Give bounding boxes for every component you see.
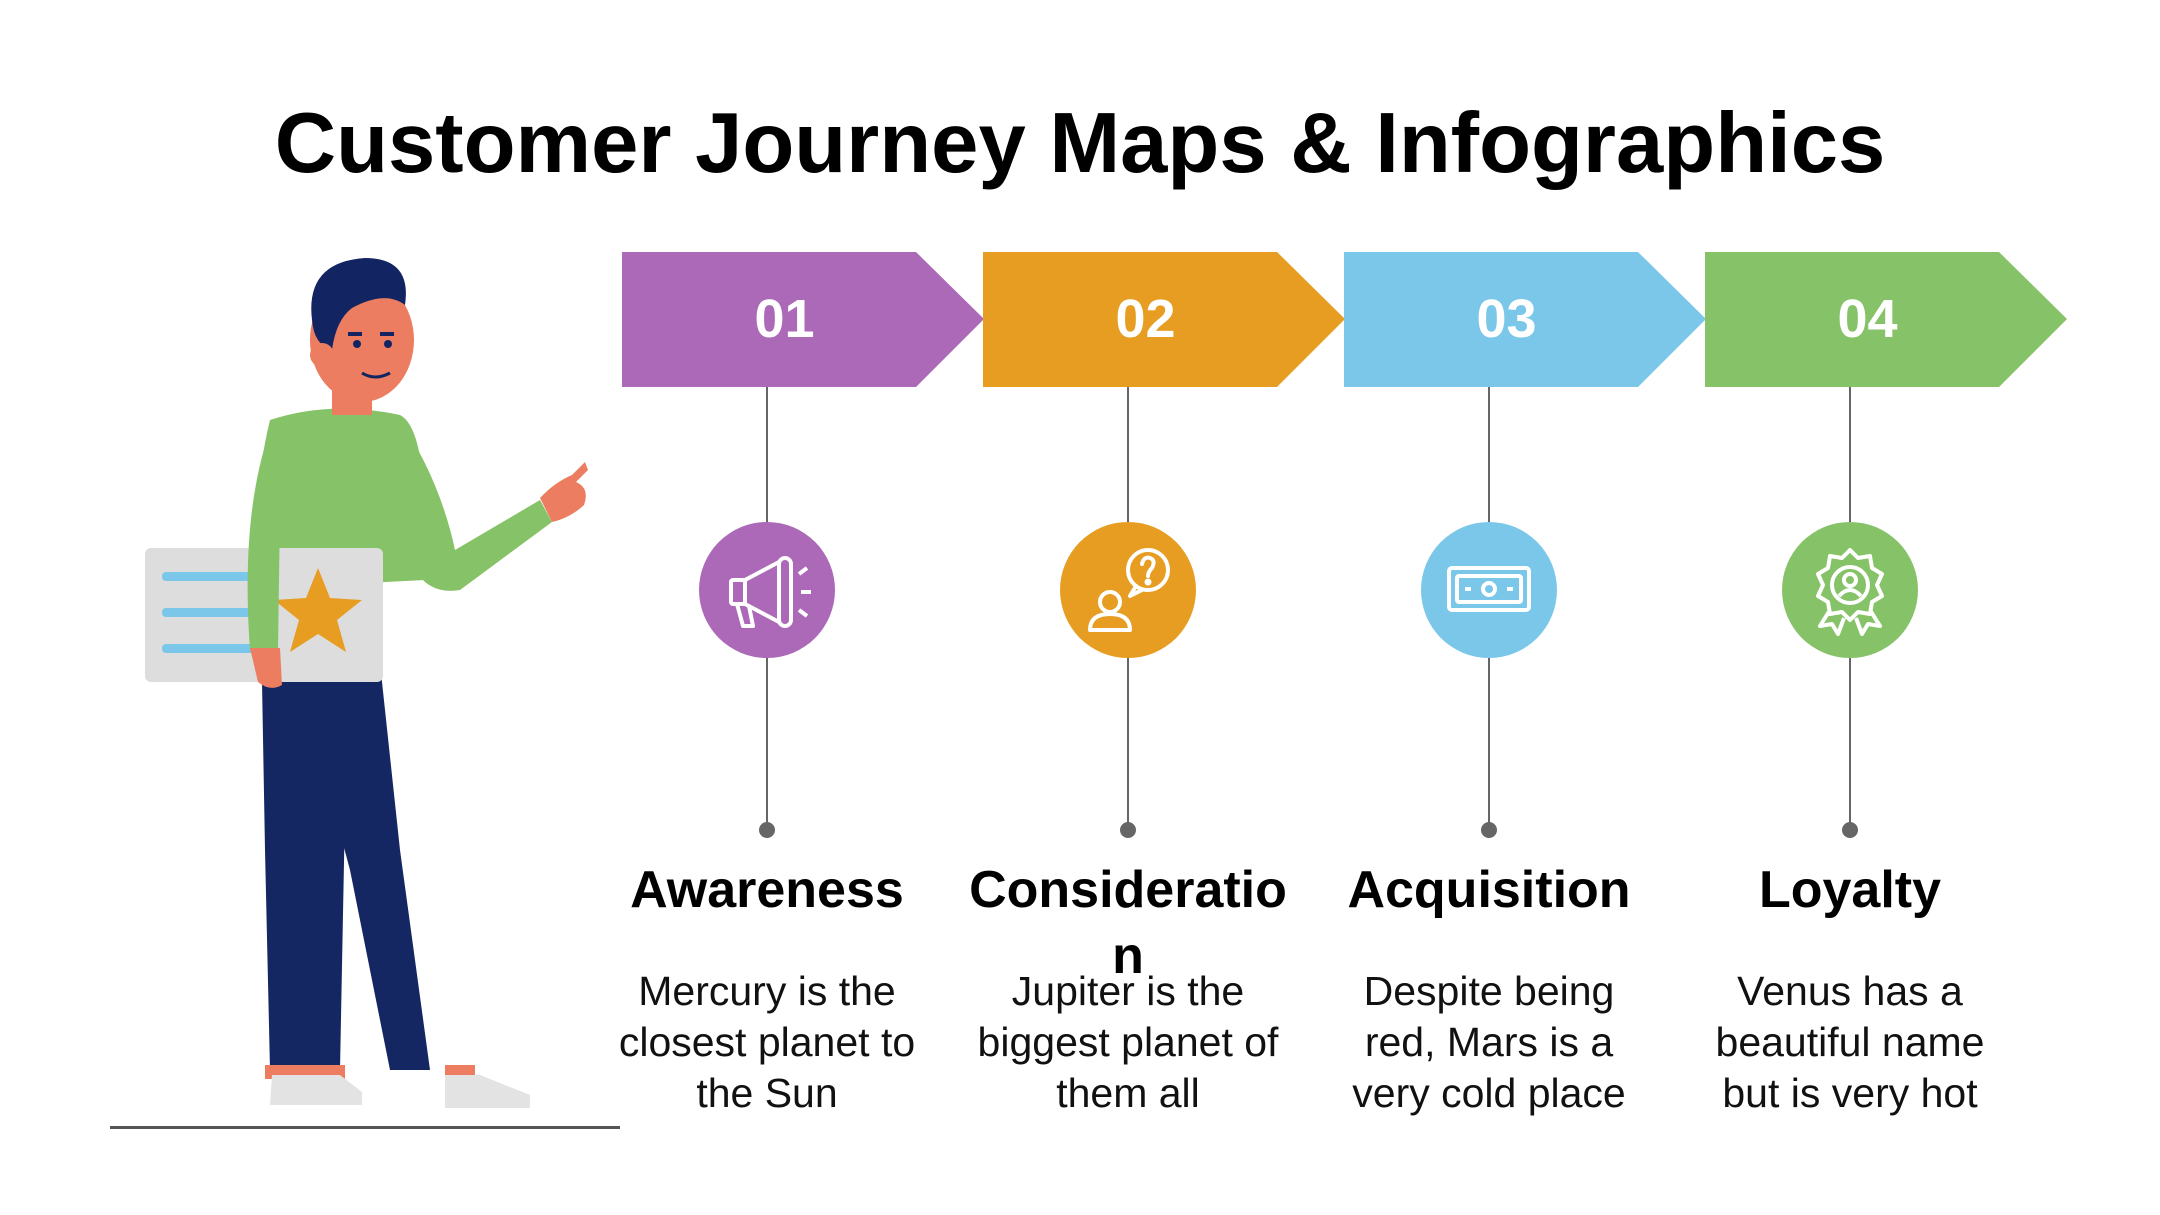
arrow-step-03: 03 bbox=[1344, 252, 1706, 387]
stage-label: Loyalty bbox=[1758, 861, 1942, 919]
stage-description: Mercury is the closest planet to the Sun bbox=[618, 968, 916, 1116]
stage-description: Despite being red, Mars is a very cold p… bbox=[1352, 968, 1626, 1116]
stage-label: Consideration bbox=[969, 861, 1287, 985]
user-question-icon bbox=[1060, 522, 1196, 658]
arrow-step-02: 02 bbox=[983, 252, 1345, 387]
arrow-step-04: 04 bbox=[1705, 252, 2067, 387]
connector-line bbox=[766, 658, 768, 826]
step-number: 01 bbox=[754, 289, 815, 349]
connector-line bbox=[1127, 658, 1129, 826]
connector-line bbox=[1849, 387, 1851, 522]
connector-dot bbox=[1120, 822, 1136, 838]
connector-line bbox=[1127, 387, 1129, 522]
stage-description: Jupiter is the biggest planet of them al… bbox=[977, 968, 1279, 1116]
person-illustration bbox=[145, 258, 588, 1108]
arrow-step-01: 01 bbox=[622, 252, 984, 387]
stage-label: Acquisition bbox=[1347, 861, 1631, 919]
stage-label: Awareness bbox=[630, 861, 904, 919]
connector-line bbox=[1488, 658, 1490, 826]
connector-line bbox=[1849, 658, 1851, 826]
stage-description: Venus has a beautiful name but is very h… bbox=[1715, 968, 1985, 1116]
connector-dot bbox=[759, 822, 775, 838]
megaphone-icon bbox=[699, 522, 835, 658]
step-number: 02 bbox=[1115, 289, 1176, 349]
award-badge-icon bbox=[1782, 522, 1918, 658]
ground-line bbox=[110, 1126, 620, 1129]
step-number: 03 bbox=[1476, 289, 1537, 349]
money-bill-icon bbox=[1421, 522, 1557, 658]
connector-dot bbox=[1481, 822, 1497, 838]
page-title: Customer Journey Maps & Infographics bbox=[274, 96, 1886, 191]
connector-line bbox=[1488, 387, 1490, 522]
step-number: 04 bbox=[1837, 289, 1898, 349]
connector-dot bbox=[1842, 822, 1858, 838]
connector-line bbox=[766, 387, 768, 522]
